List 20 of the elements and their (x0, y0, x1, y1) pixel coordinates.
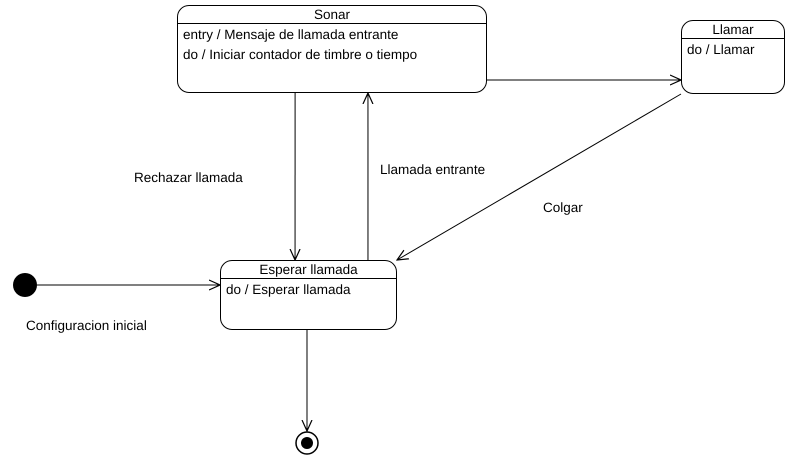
state-box (177, 5, 487, 93)
edge-label: Colgar (543, 200, 583, 216)
arrow (301, 330, 313, 432)
arrow (486, 74, 682, 86)
final-state (295, 431, 319, 455)
state-box (681, 20, 785, 94)
initial-state (13, 273, 37, 297)
state-action: entry / Mensaje de llamada entrante (183, 26, 400, 44)
arrow (289, 92, 301, 261)
edge-label: Configuracion inicial (26, 318, 147, 334)
state-action: do / Esperar llamada (226, 281, 352, 299)
state-box (220, 260, 397, 330)
state-name: Llamar (682, 21, 784, 39)
state-name: Sonar (178, 6, 486, 24)
state-action: do / Iniciar contador de timbre o tiempo (183, 46, 418, 64)
state-name: Esperar llamada (221, 261, 396, 279)
state-action: do / Llamar (687, 41, 756, 59)
arrow (396, 94, 682, 261)
arrow (36, 279, 221, 291)
arrow (362, 92, 374, 260)
